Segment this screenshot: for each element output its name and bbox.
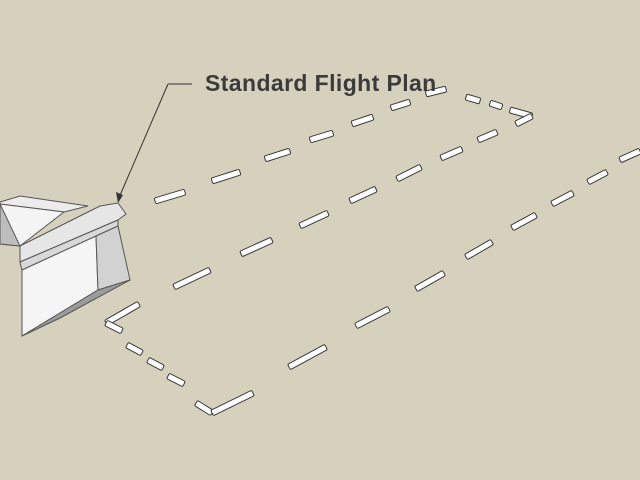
leader-arrowhead	[116, 192, 123, 203]
flight-path-dash	[488, 100, 504, 110]
flight-path-dash	[263, 148, 292, 162]
flight-path-dash	[308, 130, 335, 143]
flight-path-dash	[514, 113, 534, 127]
flight-path-dash	[586, 169, 609, 185]
flight-path-dash	[104, 320, 124, 334]
flight-plan-label: Standard Flight Plan	[205, 70, 437, 96]
flight-path-dash	[146, 357, 165, 371]
flight-path-dash	[464, 239, 494, 260]
flight-path-dash	[425, 85, 447, 98]
leader-line	[116, 83, 192, 203]
flight-path-dash	[550, 190, 575, 207]
flight-path-dash	[239, 237, 274, 257]
flight-path-dash	[510, 212, 538, 231]
flight-path-dash	[298, 210, 330, 229]
building-roof-top	[0, 195, 89, 213]
flight-path-dash	[172, 267, 212, 290]
flight-path-dash	[618, 148, 640, 163]
flight-path-dash	[354, 306, 391, 329]
flight-path-dash	[210, 169, 242, 184]
flight-path-dash	[465, 93, 481, 105]
flight-path-dash	[287, 344, 328, 370]
flight-path	[104, 85, 640, 416]
flight-path-dash	[476, 129, 499, 143]
flight-path-dash	[154, 188, 186, 205]
flight-path-dash	[350, 114, 375, 127]
flight-path-dash	[194, 400, 214, 416]
flight-path-dash	[395, 164, 423, 182]
flight-path-dash	[414, 270, 446, 292]
flight-path-dash	[348, 186, 378, 204]
flight-path-dash	[210, 390, 255, 416]
building-model[interactable]	[0, 195, 131, 337]
flight-path-dash	[439, 146, 464, 161]
flight-path-dash	[125, 342, 144, 356]
building-left-face	[0, 203, 21, 247]
flight-path-dash	[389, 99, 412, 111]
building-side-wall	[95, 225, 131, 291]
building-base-shadow	[21, 279, 131, 337]
flight-path-dash	[166, 373, 186, 387]
